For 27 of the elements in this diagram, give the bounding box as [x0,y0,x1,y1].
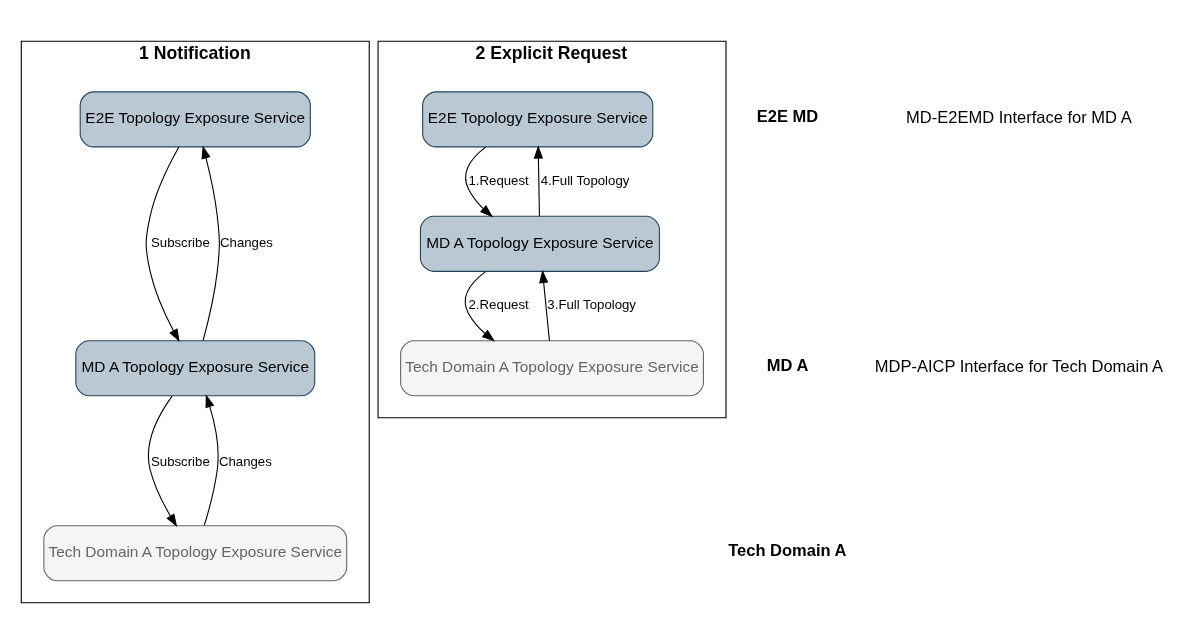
arrow [539,269,550,342]
label: MDP-AICP Interface for Tech Domain A [874,357,1164,376]
edge-label: Changes [220,235,273,251]
node-box: Tech Domain A Topology Exposure Service [43,525,348,582]
arrow [203,394,219,526]
edge-label: Subscribe [151,453,210,469]
arrow [465,146,493,218]
edge-label: Subscribe [151,235,210,251]
node-box: MD A Topology Exposure Service [75,340,316,397]
node-box: E2E Topology Exposure Service [79,91,311,148]
edge-label: 4.Full Topology [540,173,630,189]
arrow [464,271,495,342]
arrow [533,145,544,217]
edge-label: 2.Request [468,297,529,313]
edge-label: 1.Request [468,173,529,189]
label: MD-E2EMD Interface for MD A [906,108,1132,127]
edge-label: Changes [218,453,272,469]
node-box: Tech Domain A Topology Exposure Service [400,340,704,397]
label: E2E MD [756,107,819,126]
arrow [145,146,180,343]
arrow [201,145,220,342]
edge-label: 3.Full Topology [547,297,636,313]
arrow [147,395,178,528]
label: MD A [766,356,809,374]
node-box: E2E Topology Exposure Service [422,91,654,148]
label: Tech Domain A [728,540,847,559]
node-box: MD A Topology Exposure Service [419,215,660,272]
